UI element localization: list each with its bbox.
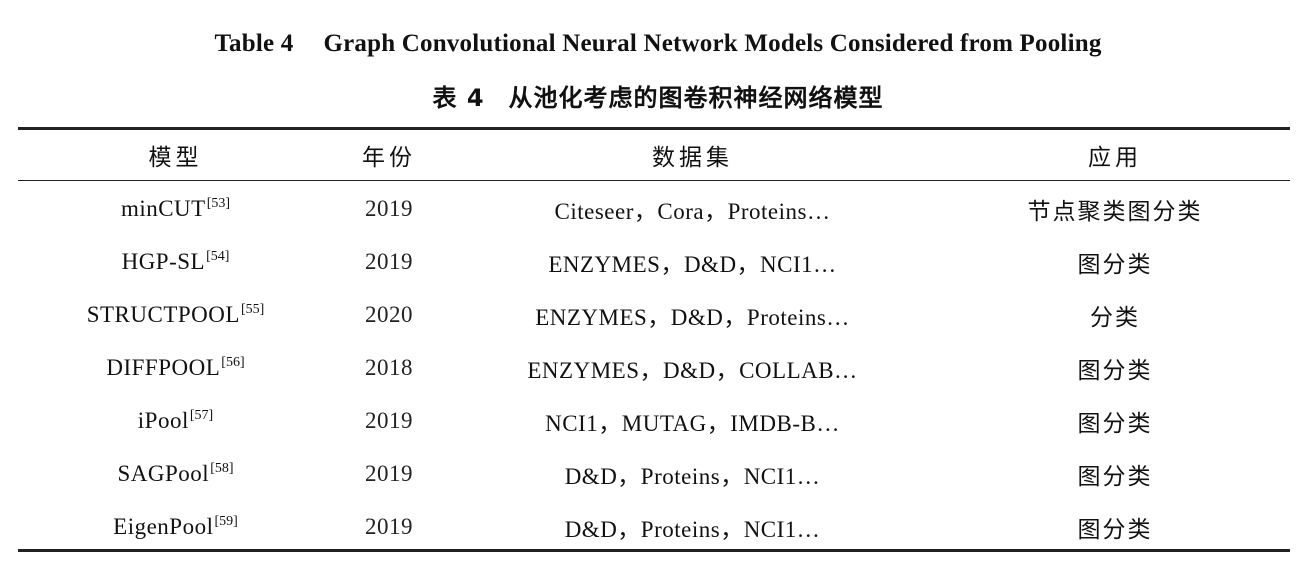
header-year: 年份 (362, 144, 416, 171)
model-cell: SAGPool[58] (18, 447, 333, 500)
year-cell: 2020 (365, 301, 413, 327)
application-cell: 图分类 (1077, 463, 1153, 490)
year-cell: 2018 (365, 354, 413, 380)
model-cell: minCUT[53] (18, 180, 333, 235)
application-cell: 图分类 (1077, 251, 1153, 278)
year-cell: 2019 (365, 195, 413, 221)
year-cell: 2019 (365, 248, 413, 274)
model-name: STRUCTPOOL (86, 301, 240, 327)
citation-ref: [54] (206, 248, 230, 264)
year-cell: 2019 (365, 460, 413, 486)
table-top-rule (18, 127, 1290, 130)
model-cell: DIFFPOOL[56] (18, 341, 333, 394)
table-row: HGP-SL[54] 2019 ENZYMES，D&D，NCI1… 图分类 (18, 235, 1290, 288)
dataset-cell: ENZYMES，D&D，COLLAB… (527, 357, 858, 383)
table-header-row: 模型 年份 数据集 应用 (18, 129, 1290, 180)
dataset-cell: ENZYMES，D&D，Proteins… (535, 304, 850, 330)
model-name: EigenPool (113, 513, 214, 539)
model-cell: STRUCTPOOL[55] (18, 288, 333, 341)
model-cell: HGP-SL[54] (18, 235, 333, 288)
dataset-cell: ENZYMES，D&D，NCI1… (548, 251, 837, 277)
dataset-cell: D&D，Proteins，NCI1… (564, 516, 821, 542)
model-name: minCUT (120, 195, 206, 221)
year-cell: 2019 (365, 513, 413, 539)
dataset-cell: NCI1，MUTAG，IMDB-B… (545, 410, 840, 436)
citation-ref: [55] (240, 301, 265, 317)
dataset-cell: Citeseer，Cora，Proteins… (554, 198, 831, 224)
table-row: STRUCTPOOL[55] 2020 ENZYMES，D&D，Proteins… (18, 288, 1290, 341)
header-application: 应用 (1088, 144, 1142, 171)
model-name: SAGPool (117, 460, 210, 486)
table-title-english: Graph Convolutional Neural Network Model… (323, 30, 1102, 57)
table-row: DIFFPOOL[56] 2018 ENZYMES，D&D，COLLAB… 图分… (18, 341, 1290, 394)
table-row: EigenPool[59] 2019 D&D，Proteins，NCI1… 图分… (18, 500, 1290, 553)
table-bottom-rule (18, 549, 1290, 552)
model-cell: iPool[57] (18, 394, 333, 447)
citation-ref: [56] (221, 354, 245, 370)
model-cell: EigenPool[59] (18, 500, 333, 553)
model-name: DIFFPOOL (106, 354, 221, 380)
model-name: iPool (137, 407, 189, 433)
model-name: HGP-SL (121, 248, 206, 274)
application-cell: 图分类 (1077, 357, 1153, 384)
table-title-chinese: 从池化考虑的图卷积神经网络模型 (508, 84, 884, 112)
table-caption-chinese: 表 4 从池化考虑的图卷积神经网络模型 (0, 78, 1316, 113)
table-number-chinese: 表 4 (432, 84, 485, 112)
table-row: SAGPool[58] 2019 D&D，Proteins，NCI1… 图分类 (18, 447, 1290, 500)
year-cell: 2019 (365, 407, 413, 433)
citation-ref: [53] (206, 195, 231, 211)
table-row: minCUT[53] 2019 Citeseer，Cora，Proteins… … (18, 180, 1290, 235)
table-caption-english: Table 4 Graph Convolutional Neural Networ… (0, 30, 1316, 58)
application-cell: 分类 (1090, 304, 1140, 331)
pooling-models-table: 模型 年份 数据集 应用 minCUT[53] 2019 Citeseer，Co… (18, 129, 1290, 553)
table-header-rule (18, 180, 1290, 182)
header-dataset: 数据集 (652, 144, 733, 171)
citation-ref: [57] (189, 407, 214, 423)
application-cell: 图分类 (1077, 516, 1153, 543)
application-cell: 节点聚类图分类 (1027, 198, 1203, 225)
citation-ref: [58] (210, 460, 234, 476)
dataset-cell: D&D，Proteins，NCI1… (564, 463, 821, 489)
citation-ref: [59] (214, 513, 238, 529)
table-row: iPool[57] 2019 NCI1，MUTAG，IMDB-B… 图分类 (18, 394, 1290, 447)
application-cell: 图分类 (1077, 410, 1153, 437)
header-model: 模型 (148, 144, 203, 171)
table-number-english: Table 4 (214, 30, 294, 57)
